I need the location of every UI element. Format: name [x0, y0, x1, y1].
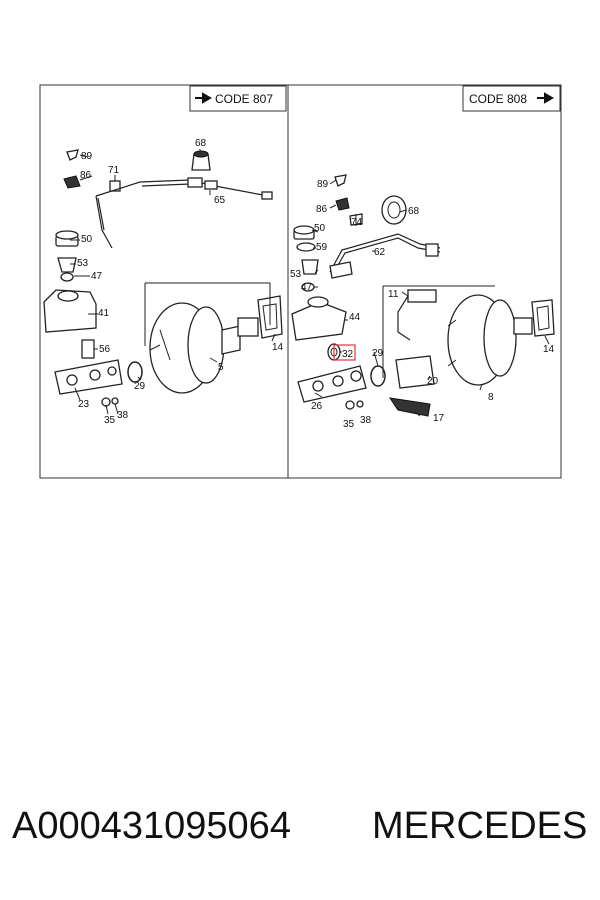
- grommet-part-68: [381, 195, 407, 225]
- callout-41: 41: [98, 308, 110, 319]
- gasket-part-14: [531, 299, 555, 337]
- strainer-part-53: [301, 259, 319, 275]
- diagram-frame: [39, 84, 562, 479]
- callout-59: 59: [316, 242, 328, 253]
- code-808-box: CODE 808: [462, 85, 561, 112]
- seal-part-35: [101, 397, 111, 407]
- strainer-part-53: [57, 257, 77, 273]
- callout-62: 62: [374, 247, 386, 258]
- bracket-part-20: [395, 355, 435, 389]
- callout-8: 8: [488, 392, 494, 403]
- callout-56: 56: [99, 344, 111, 355]
- callout-38: 38: [117, 410, 129, 421]
- callout-68: 68: [408, 206, 420, 217]
- callout-68: 68: [195, 138, 207, 149]
- clip-part-86: [335, 197, 350, 211]
- callout-29: 29: [372, 348, 384, 359]
- callout-89: 89: [81, 151, 93, 162]
- plug-part-56: [81, 339, 95, 359]
- seal-part-47: [60, 272, 74, 282]
- clip-part-89: [334, 174, 347, 187]
- callout-32: 32: [342, 349, 354, 360]
- reservoir-part-41: [43, 289, 97, 333]
- sensor-part-11: [397, 289, 437, 341]
- callout-86: 86: [316, 204, 328, 215]
- brand-name: MERCEDES: [372, 805, 588, 847]
- callout-47: 47: [301, 282, 313, 293]
- reservoir-cap-part-50: [55, 230, 79, 247]
- seal-part-38: [356, 400, 364, 408]
- arrow-right-icon: [195, 92, 213, 104]
- reservoir-part-44: [291, 296, 347, 341]
- part-number: A000431095064: [12, 805, 291, 847]
- brake-booster-part-8: [447, 294, 533, 386]
- brake-booster-part-5: [149, 302, 259, 394]
- right-panel: 89 86 74 68 50 59 62 53 47 11 44 32 29 1…: [290, 174, 555, 430]
- callout-89: 89: [317, 179, 329, 190]
- callout-71: 71: [108, 165, 120, 176]
- callout-20: 20: [427, 376, 439, 387]
- callout-38: 38: [360, 415, 372, 426]
- callout-50: 50: [81, 234, 93, 245]
- code-807-box: CODE 807: [189, 85, 287, 112]
- callout-65: 65: [214, 195, 226, 206]
- callout-44: 44: [349, 312, 361, 323]
- reservoir-cap-part-50: [293, 225, 315, 240]
- left-panel: 89 86 71 68 65 50 53 47 41 56 29 5 14 23…: [43, 138, 284, 426]
- master-cylinder-part-23: [54, 359, 123, 395]
- callout-35: 35: [343, 419, 355, 430]
- product-footer: A000431095064 MERCEDES: [0, 805, 600, 865]
- highlight-box: [333, 344, 356, 361]
- seal-part-38: [111, 397, 119, 405]
- callout-53: 53: [290, 269, 302, 280]
- callout-11: 11: [388, 289, 399, 300]
- callout-5: 5: [218, 362, 224, 373]
- arrow-right-icon: [537, 92, 555, 104]
- callout-26: 26: [311, 401, 323, 412]
- code-807-label: CODE 807: [215, 92, 273, 106]
- code-808-label: CODE 808: [469, 92, 527, 106]
- clip-part-89: [66, 149, 79, 161]
- o-ring-part-29: [127, 361, 143, 383]
- callout-35: 35: [104, 415, 116, 426]
- callout-74: 74: [351, 217, 363, 228]
- callout-17: 17: [433, 413, 445, 424]
- washer-part-59: [296, 242, 316, 252]
- callout-14: 14: [272, 342, 284, 353]
- callout-23: 23: [78, 399, 90, 410]
- callout-53: 53: [77, 258, 89, 269]
- pedal-part-17: [388, 397, 431, 417]
- seal-part-35: [345, 400, 355, 410]
- callout-50: 50: [314, 223, 326, 234]
- callout-14: 14: [543, 344, 555, 355]
- callout-86: 86: [80, 170, 92, 181]
- callout-29: 29: [134, 381, 146, 392]
- callout-47: 47: [91, 271, 103, 282]
- clip-part-86: [63, 175, 81, 189]
